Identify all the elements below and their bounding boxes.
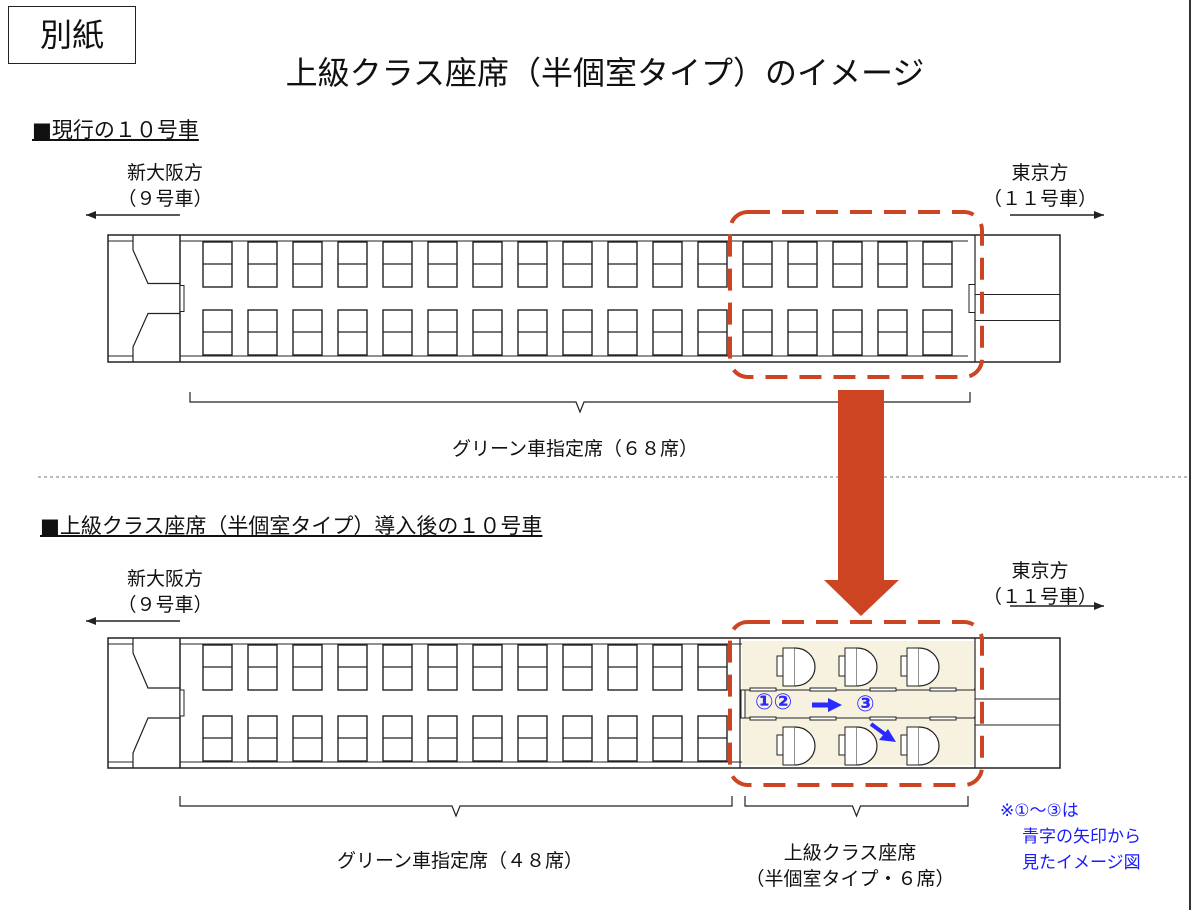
after-left-arrow-head [86,617,96,625]
compartment-seat [794,647,816,687]
after-left-direction: 新大阪方（９号車） [117,568,213,616]
current-seat-brace [189,392,971,414]
after-right-direction: 東京方（１１号車） [982,560,1097,608]
compartment-seat-back [782,726,796,766]
attachment-stamp: 別紙 [8,6,136,64]
compartment-door [749,716,777,721]
premium-seat-label: 上級クラス座席（半個室タイプ・６席） [745,842,955,890]
view-marker-3: ③ [856,692,875,717]
premium-seat-brace [744,796,969,818]
compartment-seat-back [906,726,920,766]
compartment-door [809,687,837,692]
current-highlight-box [728,210,984,379]
compartment-door [869,716,897,721]
view-arrow-diagonal-head [879,729,896,742]
after-car-vestibule-top [132,638,180,689]
after-seat-brace [179,796,733,818]
current-car-left-door [179,285,185,312]
current-car-vestibule-top [132,235,180,285]
view-marker-1-2: ①② [755,690,793,715]
after-right-arrow-head [1094,602,1104,610]
compartment-seat [856,726,878,766]
compartment-seat [794,726,816,766]
current-car-vestibule-bottom [132,312,180,362]
premium-highlight-box [728,620,984,787]
page-edge [1189,0,1191,910]
after-car-vestibule-bottom [132,717,180,768]
transition-arrow [824,390,899,616]
current-right-direction: 東京方（１１号車） [982,162,1097,210]
after-car-body [107,637,1061,769]
compartment-seat-back [782,647,796,687]
current-car-heading: ■現行の１０号車 [32,118,199,142]
current-left-direction: 新大阪方（９号車） [117,162,213,210]
current-car-body [107,234,1061,363]
current-right-arrow-head [1094,211,1104,219]
compartment-door [869,687,897,692]
after-car-left-door [179,689,185,717]
premium-door [740,689,746,719]
after-seat-label: グリーン車指定席（４８席） [336,850,584,872]
compartment-seat [856,647,878,687]
compartment-door [929,716,957,721]
compartment-seat-back [844,726,858,766]
marker-note: ※①～③は青字の矢印から見たイメージ図 [1000,801,1141,873]
view-arrow-forward-head [828,698,842,712]
compartment-seat-back [906,647,920,687]
compartment-seat-back [844,647,858,687]
current-left-arrow-head [86,211,96,219]
view-arrow-diagonal [869,722,888,737]
page-title: 上級クラス座席（半個室タイプ）のイメージ [285,54,925,92]
compartment-seat [918,726,940,766]
after-car-heading: ■上級クラス座席（半個室タイプ）導入後の１０号車 [40,514,543,538]
current-seat-label: グリーン車指定席（６８席） [451,438,699,460]
compartment-door [749,687,777,692]
compartment-seat [918,647,940,687]
current-car-right-door [968,284,976,313]
compartment-door [809,716,837,721]
compartment-door [929,687,957,692]
